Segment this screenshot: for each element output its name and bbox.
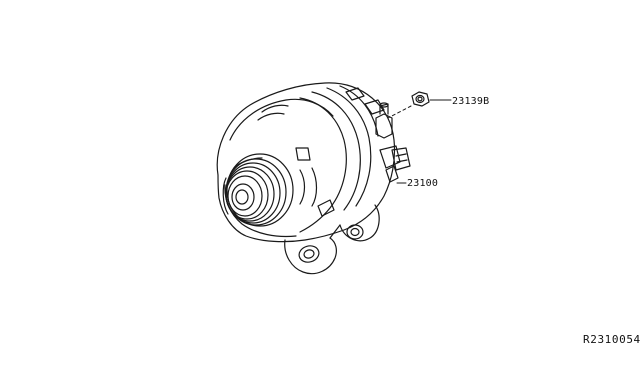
callout-alternator: 23100 [407,178,439,189]
callout-terminal-nut: 23139B [452,96,490,107]
reference-code: R2310054 [583,333,640,346]
mounting-bracket [284,204,380,275]
terminal-nut [411,91,430,107]
terminal-post [375,102,393,139]
connector [391,147,411,171]
alternator-drawing [216,82,411,275]
pulley [222,153,294,227]
assembly-line [387,105,412,119]
alternator-housing [216,82,401,243]
